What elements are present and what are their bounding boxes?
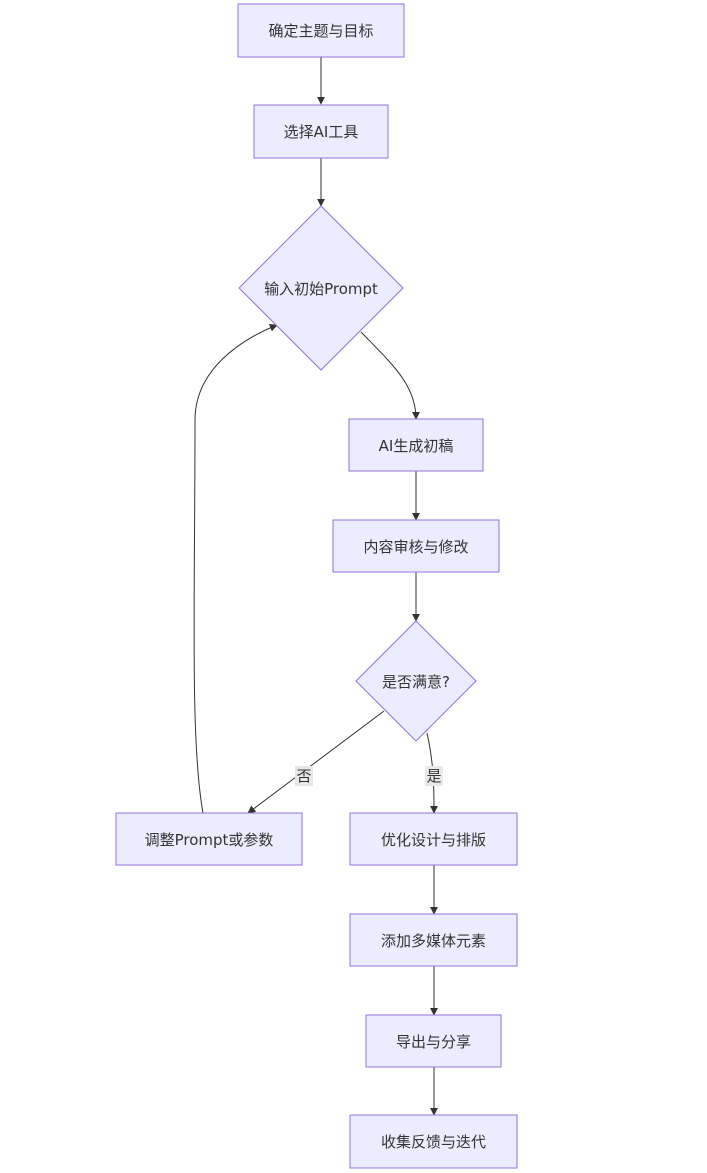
- node-n3-label: 输入初始Prompt: [264, 279, 378, 298]
- edge-n3-n4: [360, 331, 420, 420]
- node-n5-label: 内容审核与修改: [363, 537, 469, 556]
- node-n9-label: 添加多媒体元素: [380, 931, 486, 950]
- node-n1-shape: [237, 3, 405, 58]
- node-n10-label: 导出与分享: [395, 1032, 471, 1051]
- node-n9-shape: [349, 913, 518, 967]
- node-n10-shape: [365, 1014, 502, 1068]
- edge-label-yes: 是: [425, 766, 443, 786]
- node-n7-shape: [115, 812, 303, 866]
- node-n5-shape: [332, 519, 500, 573]
- edge-label-no: 否: [295, 766, 313, 786]
- edge-n7-n3: [193, 324, 278, 814]
- node-n2-shape: [253, 104, 389, 159]
- node-n1-label: 确定主题与目标: [268, 22, 374, 40]
- node-n8-shape: [349, 812, 518, 866]
- node-n2-label: 选择AI工具: [283, 123, 359, 141]
- node-n6-shape: [355, 620, 477, 742]
- node-n11-shape: [349, 1114, 518, 1169]
- node-n3-shape: [238, 205, 404, 371]
- node-n7-label: 调整Prompt或参数: [144, 830, 274, 849]
- node-n11-label: 收集反馈与迭代: [380, 1133, 486, 1151]
- node-n8-label: 优化设计与排版: [380, 830, 486, 849]
- node-n4-shape: [348, 418, 484, 472]
- node-n4-label: AI生成初稿: [378, 436, 454, 455]
- edge-n6-n7: [247, 710, 385, 814]
- node-n6-label: 是否满意?: [382, 672, 450, 691]
